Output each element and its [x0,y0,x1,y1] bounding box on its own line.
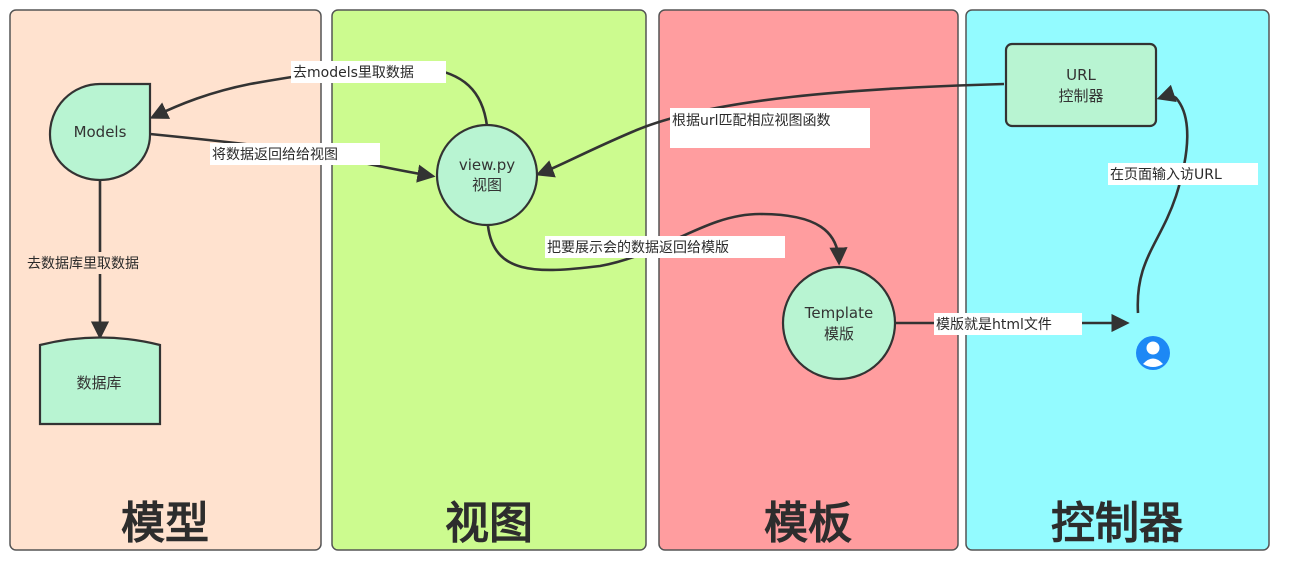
edge-label-url-to-view: 根据url匹配相应视图函数 [670,108,870,148]
panel-title-view: 视图 [445,498,533,549]
svg-text:去数据库里取数据: 去数据库里取数据 [27,256,139,272]
panel-title-template: 模板 [764,498,852,549]
svg-text:根据url匹配相应视图函数: 根据url匹配相应视图函数 [672,112,831,129]
panel-controller [965,9,1270,551]
node-models-label: Models [74,123,127,141]
node-database: 数据库 [38,336,162,426]
svg-text:去models里取数据: 去models里取数据 [293,65,414,81]
edge-label-models-to-database: 去数据库里取数据 [25,252,175,274]
svg-text:在页面输入访URL: 在页面输入访URL [1110,167,1222,183]
node-url-label-line1: URL [1066,66,1096,84]
user-icon [1136,336,1170,370]
edge-label-view-to-template: 把要展示会的数据返回给模版 [545,236,785,258]
node-url-controller: URL 控制器 [1004,42,1158,128]
edge-user-to-url [1136,84,1189,314]
panel-model [9,9,322,551]
node-database-label: 数据库 [76,374,121,392]
node-models: Models [48,82,152,182]
edge-label-view-to-models: 去models里取数据 [291,61,446,83]
panel-title-model: 模型 [121,498,209,549]
svg-text:将数据返回给给视图: 将数据返回给给视图 [212,147,338,163]
node-url-label-line2: 控制器 [1058,87,1103,105]
edge-label-models-to-view: 将数据返回给给视图 [210,143,380,165]
svg-text:模版就是html文件: 模版就是html文件 [936,317,1052,333]
node-template: Template 模版 [781,265,897,381]
node-template-label-line1: Template [804,304,873,322]
node-view-label-line2: 视图 [472,176,502,194]
svg-text:把要展示会的数据返回给模版: 把要展示会的数据返回给模版 [547,240,729,256]
panel-view [331,9,647,551]
panel-title-controller: 控制器 [1051,498,1184,549]
edge-label-user-to-url: 在页面输入访URL [1108,163,1258,185]
node-template-label-line2: 模版 [824,325,854,343]
node-view-label-line1: view.py [459,156,515,174]
node-view: view.py 视图 [435,123,539,227]
edge-label-template-to-user: 模版就是html文件 [934,313,1082,335]
